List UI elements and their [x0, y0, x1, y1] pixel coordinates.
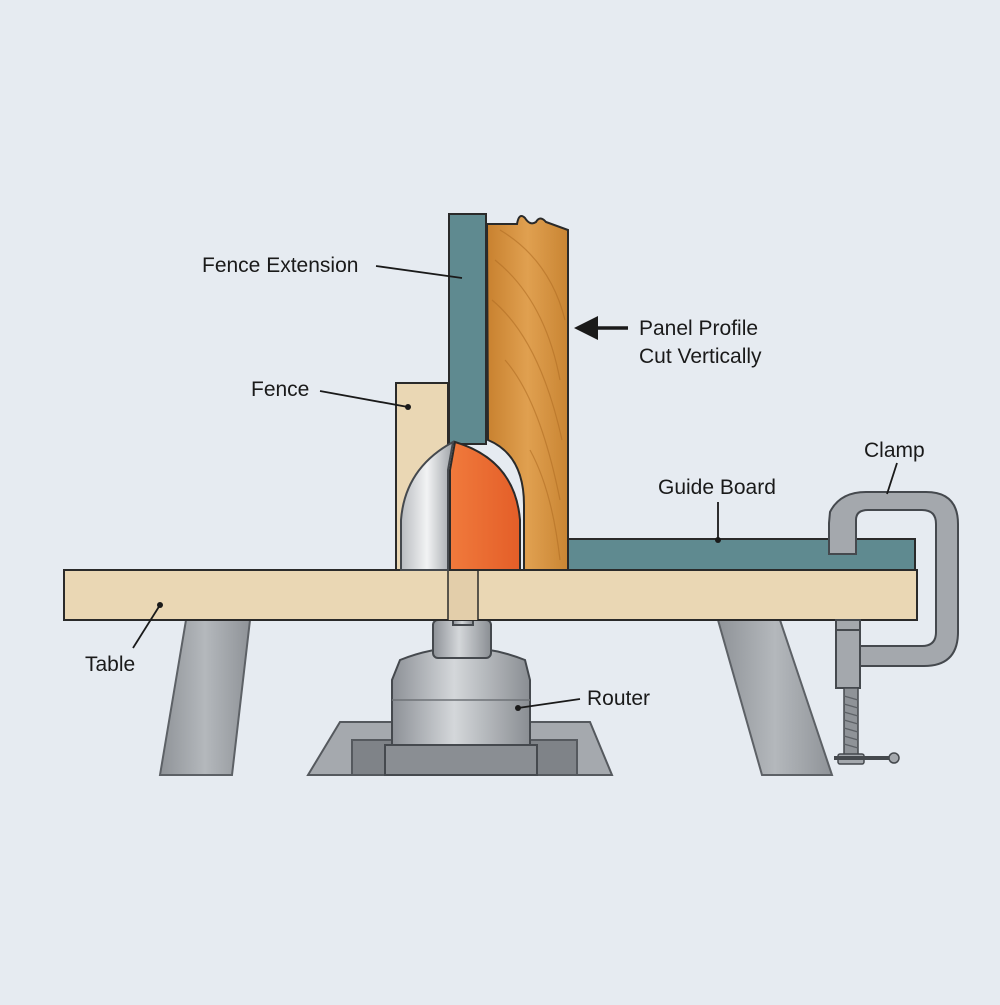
label-clamp: Clamp [864, 439, 925, 462]
label-table: Table [85, 653, 136, 676]
clamp [828, 491, 959, 765]
label-panel-profile: Panel Profile [639, 317, 759, 340]
fence-extension [448, 213, 487, 445]
label-fence: Fence [251, 378, 310, 401]
panel-arrow [574, 316, 628, 340]
guide-board [542, 538, 916, 571]
router-body [384, 619, 538, 776]
leader-fence-extension [375, 265, 463, 279]
router-bit [400, 440, 455, 571]
leader-table [132, 604, 161, 649]
label-cut-vertically: Cut Vertically [639, 345, 762, 368]
panel-board [485, 215, 569, 571]
label-fence-extension: Fence Extension [202, 254, 359, 277]
label-router: Router [587, 687, 651, 710]
leader-clamp [886, 462, 898, 495]
label-guide-board: Guide Board [658, 476, 776, 499]
leader-fence [319, 390, 409, 408]
router-bit-cutter [449, 440, 521, 571]
table-leg-left [158, 619, 252, 776]
leader-router [517, 698, 581, 709]
table-leg-right [716, 619, 834, 776]
table-top [63, 569, 918, 621]
